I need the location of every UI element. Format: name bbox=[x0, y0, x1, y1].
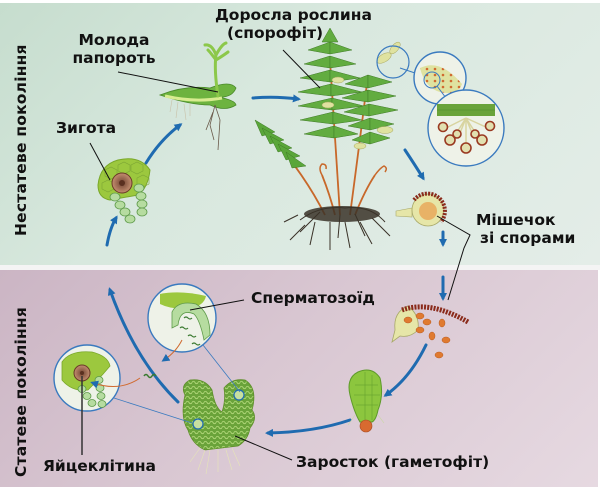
archegonium-magnification bbox=[53, 344, 193, 455]
zygote-pointer bbox=[89, 142, 111, 181]
egg-cell-label: Яйцеклітина bbox=[43, 457, 156, 475]
arrow-adult-to-sporangium bbox=[403, 148, 425, 181]
sporangium-illustration bbox=[395, 191, 447, 227]
gametophyte-illustration bbox=[182, 379, 255, 475]
adult-plant-label: Доросла рослина (спорофіт) bbox=[215, 6, 372, 42]
adult-fern-illustration bbox=[254, 27, 401, 250]
sporangium-pointer bbox=[436, 215, 471, 301]
adult-plant-pointer bbox=[282, 49, 321, 89]
young-prothallus-illustration bbox=[347, 369, 385, 433]
young-fern-pointer bbox=[117, 71, 219, 93]
arrow-spores-to-prothallus bbox=[383, 343, 428, 397]
zygote-illustration bbox=[97, 158, 151, 224]
young-fern-illustration bbox=[158, 41, 237, 151]
sporangium-label: Мішечок зі спорами bbox=[476, 211, 575, 247]
young-fern-label-line1: Молода bbox=[78, 31, 150, 49]
sporangium-label-line1: Мішечок bbox=[476, 211, 556, 229]
adult-plant-label-line2: (спорофіт) bbox=[227, 24, 324, 42]
spermatozoid-label: Сперматозоїд bbox=[251, 289, 375, 307]
young-fern-label-line2: папороть bbox=[72, 49, 156, 67]
antheridium-magnification bbox=[143, 283, 241, 393]
asexual-generation-label: Нестатеве покоління bbox=[12, 44, 30, 236]
arrow-prothallus-to-gametophyte bbox=[265, 418, 352, 437]
adult-plant-label-line1: Доросла рослина bbox=[215, 6, 372, 24]
cycle-arrows bbox=[105, 94, 447, 437]
arrow-to-zygote bbox=[105, 215, 118, 247]
prothallus-pointer bbox=[234, 435, 293, 461]
arrow-young-to-adult bbox=[251, 94, 301, 103]
young-fern-label: Молода папороть bbox=[64, 31, 164, 67]
spore-release-illustration bbox=[391, 304, 470, 359]
spermatozoid-pointer bbox=[189, 299, 245, 311]
sexual-generation-label: Статеве покоління bbox=[12, 307, 30, 477]
section-divider bbox=[0, 265, 600, 270]
corner-tab bbox=[0, 0, 42, 4]
arrow-gametophyte-up bbox=[107, 287, 180, 404]
zygote-label: Зигота bbox=[56, 119, 117, 137]
arrow-zygote-to-young-fern bbox=[144, 123, 183, 165]
sorus-magnification bbox=[376, 45, 505, 167]
sporangium-label-line2: зі спорами bbox=[480, 229, 576, 247]
prothallus-label: Заросток (гаметофіт) bbox=[296, 453, 490, 471]
